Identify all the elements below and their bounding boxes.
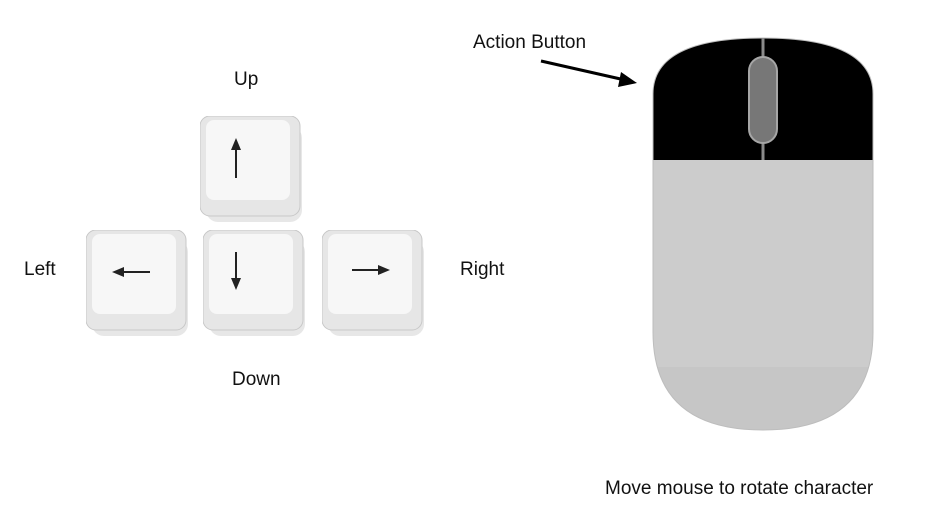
down-arrow-key[interactable]: [203, 230, 305, 336]
up-arrow-key[interactable]: [200, 116, 302, 222]
pointer-arrow: [540, 59, 637, 87]
arrow-up-icon: [231, 138, 241, 178]
down-label: Down: [232, 369, 281, 390]
arrow-left-icon: [112, 267, 150, 277]
mouse-illustration: [652, 37, 874, 431]
left-label: Left: [24, 259, 56, 280]
left-arrow-key[interactable]: [86, 230, 188, 336]
scroll-wheel: [748, 56, 778, 144]
right-label: Right: [460, 259, 505, 280]
up-label: Up: [234, 69, 259, 90]
right-arrow-key[interactable]: [322, 230, 424, 336]
arrow-right-icon: [352, 265, 390, 275]
action-button-label: Action Button: [473, 32, 587, 53]
mouse-caption: Move mouse to rotate character: [605, 478, 874, 499]
arrow-down-icon: [231, 252, 241, 290]
